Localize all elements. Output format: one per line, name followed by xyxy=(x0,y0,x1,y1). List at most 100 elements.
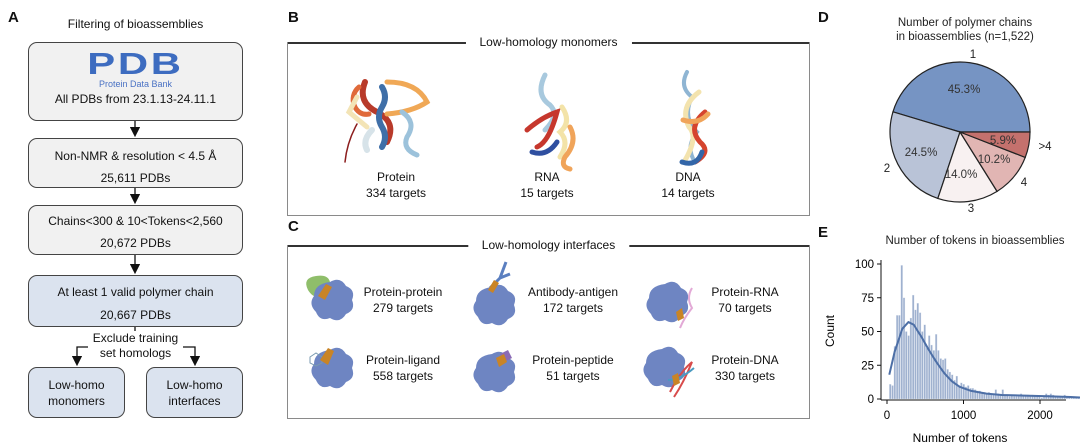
pdb-logo: PDB xyxy=(87,46,184,81)
pie-category-label: 3 xyxy=(968,203,974,215)
step-text: Chains<300 & 10<Tokens<2,560 xyxy=(48,214,223,228)
output-low-homo-interfaces: Low-homo interfaces xyxy=(146,367,243,418)
item-name: Protein-DNA xyxy=(711,353,779,367)
protein-rna-icon xyxy=(646,281,694,329)
output-text: Low-homo xyxy=(166,378,223,392)
x-tick-label: 1000 xyxy=(951,410,977,422)
interface-item-protein-peptide: Protein-peptide 51 targets xyxy=(532,352,613,384)
step-valid-polymer: At least 1 valid polymer chain 20,667 PD… xyxy=(28,275,243,327)
step-count: 20,672 PDBs xyxy=(100,236,171,250)
histogram-bar xyxy=(960,382,963,400)
histogram-bar xyxy=(898,315,901,400)
low-homology-monomers-panel: Low-homology monomers xyxy=(287,35,810,216)
histogram-bar xyxy=(921,331,924,400)
item-count: 279 targets xyxy=(372,301,434,315)
item-count: 14 targets xyxy=(661,186,715,200)
step-text: All PDBs from 23.1.13-24.11.1 xyxy=(54,92,217,106)
pie-category-label: 1 xyxy=(970,49,976,61)
arrow-right xyxy=(183,346,201,367)
pie-value-label: 14.0% xyxy=(945,169,978,181)
histogram-bar xyxy=(1008,396,1011,400)
histogram-bar xyxy=(905,331,908,400)
histogram-bar xyxy=(925,347,929,400)
histogram-bar xyxy=(928,335,931,400)
flowchart-title: Filtering of bioassemblies xyxy=(67,17,204,31)
pie-value-label: 24.5% xyxy=(905,147,938,159)
histogram-bar xyxy=(909,317,912,400)
step-resolution-filter: Non-NMR & resolution < 4.5 Å 25,611 PDBs xyxy=(28,138,243,188)
histogram-bar xyxy=(969,388,972,400)
pie-chart xyxy=(889,61,1031,203)
item-name: Protein xyxy=(376,170,416,184)
histogram-bar xyxy=(891,385,894,400)
pie-slice-gt4 xyxy=(959,131,1031,159)
item-name: Protein-peptide xyxy=(532,353,614,367)
histogram-bar xyxy=(964,386,968,400)
histogram-bar xyxy=(992,394,995,400)
histogram-bar xyxy=(1022,396,1025,400)
protein-peptide-icon xyxy=(473,350,516,393)
monomer-structures xyxy=(344,70,711,172)
step-count: 25,611 PDBs xyxy=(100,171,171,185)
pie-value-label: 5.9% xyxy=(990,135,1016,147)
protein-dna-icon xyxy=(643,346,695,398)
histogram-bar xyxy=(941,359,945,400)
y-tick-label: 0 xyxy=(868,394,874,406)
histogram-bar xyxy=(948,371,952,400)
output-text: Low-homo xyxy=(48,378,105,392)
item-count: 558 targets xyxy=(372,369,434,383)
pie-category-label: 2 xyxy=(884,163,890,175)
histogram-bar xyxy=(889,383,892,400)
histogram-bar xyxy=(946,369,949,400)
histogram-bar xyxy=(971,388,974,400)
item-count: 330 targets xyxy=(714,369,776,383)
histogram-bar xyxy=(907,335,910,400)
pdb-logo-subtitle: Protein Data Bank xyxy=(98,79,173,89)
monomer-item-dna: DNA 14 targets xyxy=(661,169,714,201)
x-axis-label: Number of tokens xyxy=(913,431,1008,445)
panel-title: Low-homology monomers xyxy=(465,35,632,49)
step-chain-token-filter: Chains<300 & 10<Tokens<2,560 20,672 PDBs xyxy=(28,205,243,255)
item-count: 70 targets xyxy=(718,301,772,315)
y-tick-label: 100 xyxy=(855,259,874,271)
panel-label-a: A xyxy=(8,9,19,26)
flowchart-arrows xyxy=(71,121,201,367)
histogram-bar xyxy=(978,390,981,400)
item-name: Protein-ligand xyxy=(365,353,441,367)
arrow-left xyxy=(71,346,88,367)
histogram-bar xyxy=(974,389,977,400)
interface-item-protein-ligand: Protein-ligand 558 targets xyxy=(366,352,440,384)
interface-item-protein-dna: Protein-DNA 330 targets xyxy=(711,352,778,384)
split-label-line2: set homologs xyxy=(99,346,172,360)
y-tick-label: 75 xyxy=(861,293,874,305)
kde-curve xyxy=(888,321,1080,399)
histogram-bar xyxy=(997,393,1000,400)
histogram-bar xyxy=(1015,396,1018,400)
histogram-bar xyxy=(912,294,915,400)
output-text: interfaces xyxy=(168,394,221,408)
panel-title: Low-homology interfaces xyxy=(467,238,630,252)
histogram-bar xyxy=(916,302,919,400)
histogram-bar xyxy=(893,346,896,400)
split-label: Exclude training set homologs xyxy=(28,331,243,361)
output-text: monomers xyxy=(48,394,105,408)
pie-value-label: 10.2% xyxy=(978,154,1011,166)
x-tick-label: 0 xyxy=(884,410,890,422)
item-count: 51 targets xyxy=(546,369,600,383)
pie-slice-2 xyxy=(889,111,961,200)
histogram-bar xyxy=(955,375,958,400)
histogram-bar xyxy=(976,390,979,400)
interface-item-protein-rna: Protein-RNA 70 targets xyxy=(711,284,778,316)
histogram-bar xyxy=(930,344,933,400)
histogram-bar xyxy=(987,392,991,400)
interface-item-antibody-antigen: Antibody-antigen 172 targets xyxy=(528,284,618,316)
histogram-bar xyxy=(932,350,935,400)
y-tick-label: 50 xyxy=(861,327,874,339)
panel-label-c: C xyxy=(288,218,299,235)
histogram-bar xyxy=(1040,397,1043,400)
pie-title-line1: Number of polymer chains xyxy=(898,17,1032,29)
histogram-bar xyxy=(962,383,965,400)
monomer-item-protein: Protein 334 targets xyxy=(366,169,426,201)
item-name: Antibody-antigen xyxy=(527,285,619,299)
